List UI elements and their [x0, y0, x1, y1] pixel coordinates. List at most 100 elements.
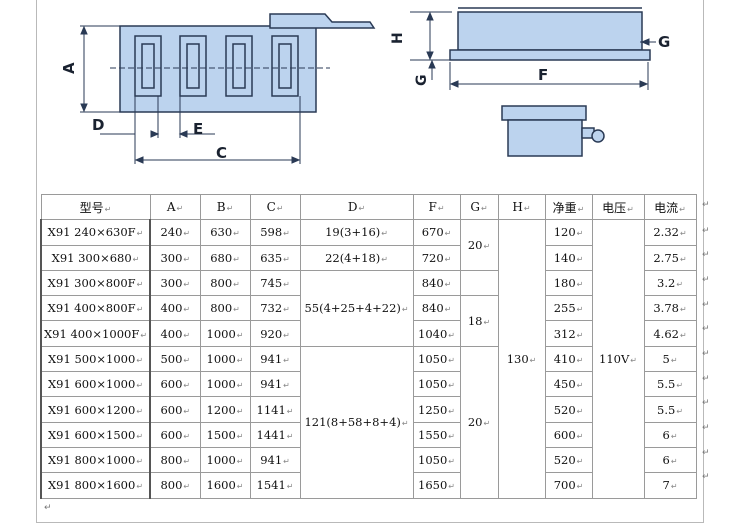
- cell-f: 840↵: [412, 269, 461, 297]
- cell-g: 18↵: [459, 295, 499, 347]
- paragraph-mark: ↵: [576, 406, 584, 416]
- cell-f: 1050↵: [412, 446, 461, 474]
- cell-c: 732↵: [249, 295, 301, 322]
- cell-c: 1541↵: [249, 472, 301, 499]
- header-f: F↵: [412, 193, 461, 221]
- paragraph-mark: ↵: [448, 406, 455, 416]
- paragraph-mark: ↵: [283, 381, 290, 391]
- paragraph-mark: ↵: [576, 330, 584, 340]
- header-weight: 净重↵: [544, 193, 593, 221]
- paragraph-mark: ↵: [448, 457, 455, 467]
- cell-c: 920↵: [249, 320, 301, 347]
- row-end-mark: ↵: [702, 226, 710, 236]
- cell-f: 1250↵: [412, 396, 461, 423]
- paragraph-mark: ↵: [437, 204, 445, 214]
- paragraph-mark: ↵: [577, 204, 585, 214]
- cell-c: 941↵: [249, 446, 301, 474]
- label-h: H: [390, 32, 406, 44]
- cell-current: 5↵: [643, 345, 697, 373]
- label-f: F: [538, 66, 548, 84]
- paragraph-mark: ↵: [448, 381, 455, 391]
- cell-f: 720↵: [412, 244, 461, 271]
- paragraph-mark: ↵: [483, 419, 491, 429]
- label-g-left: G: [414, 75, 430, 87]
- paragraph-mark: ↵: [176, 204, 184, 214]
- paragraph-mark: ↵: [183, 254, 191, 264]
- paragraph-mark: ↵: [283, 229, 290, 239]
- cell-c: 635↵: [249, 244, 301, 271]
- cell-a: 800↵: [149, 446, 201, 474]
- cell-voltage: 110V↵: [591, 219, 645, 499]
- cell-current: 2.75↵: [643, 244, 697, 271]
- cell-weight: 520↵: [544, 396, 593, 423]
- cell-b: 1000↵: [199, 345, 251, 373]
- paragraph-mark: ↵: [283, 254, 290, 264]
- cell-a: 800↵: [149, 472, 201, 499]
- cell-a: 600↵: [149, 371, 201, 398]
- header-voltage: 电压↵: [591, 193, 645, 221]
- magnetic-chuck-diagram: A D E C H G G: [60, 7, 670, 164]
- cell-model: X91 800×1600↵: [39, 472, 152, 499]
- row-end-mark: ↵: [702, 300, 710, 310]
- cell-b: 1200↵: [199, 396, 251, 423]
- paragraph-mark: ↵: [183, 280, 191, 290]
- paragraph-mark: ↵: [236, 406, 244, 416]
- lever-handle: [269, 13, 376, 29]
- row-end-mark: ↵: [702, 398, 710, 408]
- cell-g: 20↵: [459, 219, 499, 271]
- header-g: G↵: [459, 193, 499, 221]
- paragraph-mark: ↵: [401, 419, 409, 429]
- label-a: A: [60, 62, 78, 74]
- paragraph-mark: ↵: [576, 457, 584, 467]
- paragraph-mark: ↵: [283, 330, 290, 340]
- cell-c: 1441↵: [249, 421, 301, 448]
- cell-c: 1141↵: [249, 396, 301, 423]
- cell-current: 6↵: [643, 421, 697, 448]
- paragraph-mark: ↵: [676, 406, 684, 416]
- paragraph-mark: ↵: [670, 355, 678, 365]
- cell-f: 1050↵: [412, 371, 461, 398]
- cell-weight: 255↵: [544, 295, 593, 322]
- paragraph-mark: ↵: [480, 204, 488, 214]
- table-row: X91 300×800F↵ 300↵ 800↵ 745↵ 55(4+25+4+2…: [39, 269, 697, 347]
- header-current: 电流↵: [643, 193, 697, 221]
- paragraph-mark: ↵: [233, 280, 240, 290]
- paragraph-mark: ↵: [183, 406, 191, 416]
- paragraph-mark: ↵: [136, 457, 144, 467]
- cell-c: 745↵: [249, 269, 301, 297]
- header-h: H↵: [497, 193, 546, 221]
- paragraph-mark: ↵: [183, 381, 191, 391]
- cell-b: 1000↵: [199, 446, 251, 474]
- paragraph-mark: ↵: [576, 305, 584, 315]
- cell-weight: 180↵: [544, 269, 593, 297]
- paragraph-mark: ↵: [283, 355, 290, 365]
- paragraph-mark: ↵: [283, 457, 290, 467]
- paragraph-mark: ↵: [44, 503, 52, 513]
- cell-model: X91 400×800F↵: [39, 295, 152, 322]
- paragraph-mark: ↵: [448, 482, 455, 492]
- cell-a: 300↵: [149, 269, 201, 297]
- paragraph-mark: ↵: [183, 457, 191, 467]
- row-end-mark: ↵: [702, 349, 710, 359]
- table-header-row: 型号↵ A↵ B↵ C↵ D↵ F↵ G↵ H↵ 净重↵ 电压↵ 电流↵: [40, 193, 697, 221]
- row-end-mark: ↵: [702, 275, 710, 285]
- paragraph-mark: ↵: [576, 482, 584, 492]
- dimension-h-g: [410, 11, 656, 80]
- paragraph-mark: ↵: [679, 254, 687, 264]
- paragraph-mark: ↵: [483, 317, 491, 327]
- paragraph-mark: ↵: [236, 431, 244, 441]
- paragraph-mark: ↵: [183, 355, 191, 365]
- cell-current: 4.62↵: [643, 320, 697, 347]
- paragraph-mark: ↵: [236, 330, 244, 340]
- paragraph-mark: ↵: [136, 482, 144, 492]
- dimension-c-d-e: [100, 96, 301, 164]
- row-end-mark: ↵: [702, 423, 710, 433]
- paragraph-mark: ↵: [183, 330, 191, 340]
- cell-f: 1650↵: [412, 472, 461, 499]
- cell-d: 22(4+18)↵: [299, 244, 414, 271]
- table-row: X91 400×800F↵ 400↵ 800↵ 732↵ 840↵ 18↵ 25…: [39, 295, 697, 347]
- cell-current: 6↵: [643, 446, 697, 474]
- paragraph-mark: ↵: [576, 254, 584, 264]
- paragraph-mark: ↵: [236, 381, 244, 391]
- document-frame: [36, 0, 704, 523]
